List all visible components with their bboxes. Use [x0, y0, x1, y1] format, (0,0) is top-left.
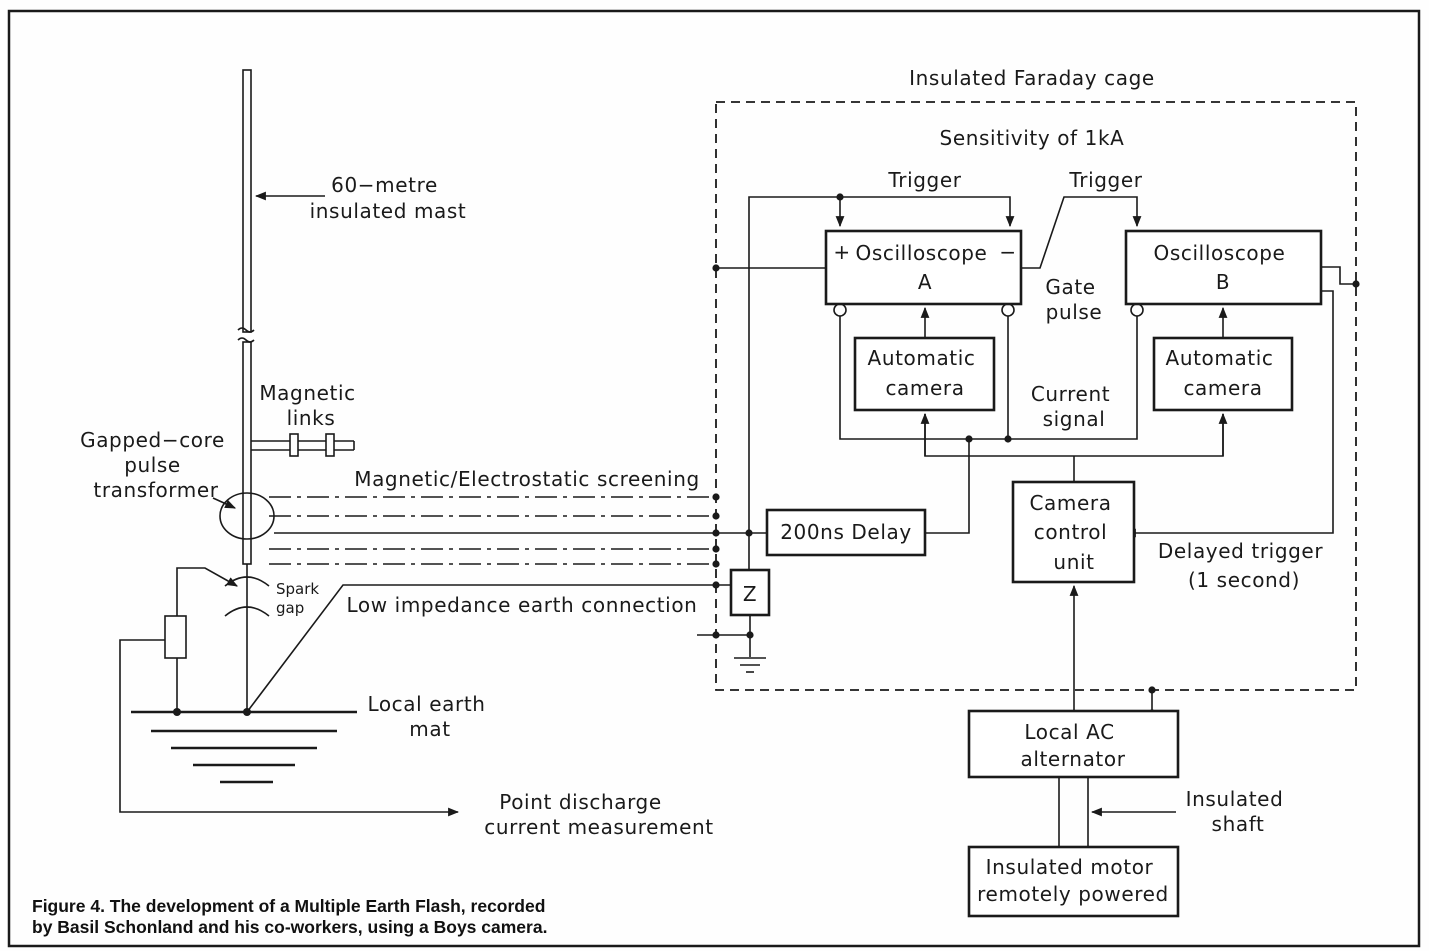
caption-line-1: Figure 4. The development of a Multiple …: [32, 896, 546, 916]
insulated-motor: [967, 845, 1180, 918]
gate-pulse-label: Gate pulse: [1045, 275, 1102, 324]
insulated-shaft: [1058, 777, 1089, 847]
automatic-camera-b: [1152, 336, 1294, 412]
current-signal-junction-right: [1004, 435, 1012, 443]
oscilloscope-a: [824, 229, 1023, 306]
trigger-junction: [836, 193, 844, 201]
osc-a-label: Oscilloscope A: [856, 241, 995, 294]
osc-a-minus-label: −: [999, 240, 1016, 264]
pulse-transformer-core: [219, 492, 275, 540]
faraday-cage-label: Insulated Faraday cage: [909, 66, 1155, 90]
ac-alternator: [967, 709, 1180, 779]
osc-b-cage-junction: [1352, 280, 1360, 288]
insulated-mast: [237, 69, 255, 712]
trigger-b-label: Trigger: [1068, 168, 1142, 192]
cage-junction-osc-a: [712, 264, 720, 272]
mast-label: 60−metre insulated mast: [310, 173, 467, 223]
low-impedance-line: [246, 584, 731, 713]
osc-a-plus-label: +: [833, 240, 850, 264]
magnetic-links-label: Magnetic links: [259, 381, 362, 430]
camera-control-label: Camera control unit: [1029, 491, 1118, 574]
motor-label: Insulated motor remotely powered: [977, 855, 1169, 906]
gate-pulse-line: [1021, 196, 1142, 269]
delay-output: [925, 439, 970, 534]
screening-label: Magnetic/Electrostatic screening: [354, 467, 700, 491]
transformer-arrow: [212, 497, 237, 509]
current-signal-bus: [839, 316, 1138, 440]
delay-box: [765, 508, 927, 557]
automatic-camera-a: [853, 336, 996, 412]
point-discharge-line: [119, 639, 460, 817]
delayed-trigger-label: Delayed trigger (1 second): [1158, 539, 1330, 592]
sensitivity-label: Sensitivity of 1kA: [940, 126, 1125, 150]
delay-label: 200ns Delay: [780, 520, 912, 544]
trigger-line-a: [748, 196, 1015, 570]
camera-a-label: Automatic camera: [868, 346, 983, 400]
osc-a-input-left: [833, 303, 847, 317]
caption-line-2: by Basil Schonland and his co-workers, u…: [32, 917, 548, 937]
magnetic-links: [251, 433, 355, 457]
faraday-cage: [715, 101, 1357, 691]
cage-junction-alternator: [1148, 686, 1156, 694]
point-discharge-label: Point discharge current measurement: [484, 790, 713, 839]
camera-control-unit: [1011, 480, 1136, 584]
impedance-z-label: Z: [743, 582, 757, 606]
camera-b-label: Automatic camera: [1166, 346, 1281, 400]
ground-symbol: [734, 657, 766, 673]
osc-b-input: [1130, 303, 1144, 317]
transformer-label: Gapped−core pulse transformer: [80, 428, 232, 502]
spark-gap-feed: [176, 567, 238, 616]
delayed-trigger-line: [1124, 290, 1334, 538]
osc-a-input-right: [1001, 303, 1015, 317]
ground-junction: [746, 631, 754, 639]
shaft-label: Insulated shaft: [1186, 787, 1291, 836]
figure-frame: [7, 9, 1421, 948]
trigger-a-label: Trigger: [887, 168, 961, 192]
spark-gap-label: Spark gap: [276, 580, 324, 617]
figure-caption: Figure 4. The development of a Multiple …: [32, 896, 752, 938]
earth-mat-label: Local earth mat: [367, 692, 492, 741]
osc-b-label: Oscilloscope B: [1154, 241, 1293, 294]
resistor: [164, 615, 187, 659]
osc-b-output-upper: [1321, 266, 1356, 285]
current-signal-label: Current signal: [1031, 382, 1117, 431]
alternator-label: Local AC alternator: [1020, 720, 1125, 771]
local-earth-mat: [131, 708, 357, 784]
impedance-z-box: [729, 568, 771, 617]
low-impedance-label: Low impedance earth connection: [347, 593, 698, 617]
